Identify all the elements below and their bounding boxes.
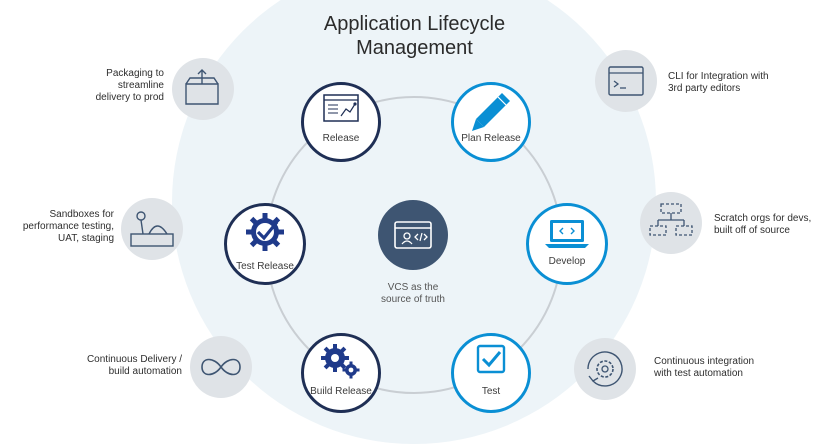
terminal-window-icon (608, 66, 644, 96)
stage-release[interactable]: Release (301, 82, 381, 162)
stage-test-release[interactable]: Test Release (224, 203, 306, 285)
side-continuous-integration (574, 338, 636, 400)
side-packaging (172, 58, 234, 120)
vcs-center-node (378, 200, 448, 270)
side-continuous-delivery (190, 336, 252, 398)
stage-develop[interactable]: Develop (526, 203, 608, 285)
side-text-continuous-integration: Continuous integration with test automat… (654, 356, 755, 379)
package-box-icon (185, 69, 219, 105)
checkbox-icon (476, 344, 506, 374)
side-text-continuous-delivery: Continuous Delivery / build automation (86, 354, 182, 377)
sandbox-icon (130, 211, 174, 247)
gears-icon (321, 344, 360, 379)
stage-build-release[interactable]: Build Release (301, 333, 381, 413)
stage-plan-release[interactable]: Plan Release (451, 82, 531, 162)
center-caption: VCS as the source of truth (381, 282, 445, 305)
laptop-code-icon (545, 220, 589, 248)
infinity-icon (201, 358, 241, 376)
org-chart-icon (649, 203, 693, 236)
side-sandboxes (121, 198, 183, 260)
stage-label: Test Release (236, 261, 294, 272)
pencil-icon (472, 93, 510, 131)
stage-label: Release (322, 133, 360, 144)
side-text-cli: CLI for Integration with 3rd party edito… (668, 71, 769, 94)
stage-test[interactable]: Test (451, 333, 531, 413)
gear-check-icon (246, 213, 284, 251)
stage-label: Develop (548, 256, 586, 267)
stage-label: Build Release (310, 386, 372, 397)
page-title: Application Lifecycle Management (323, 13, 506, 59)
stage-label: Plan Release (461, 133, 521, 144)
vcs-window-icon (394, 221, 432, 249)
cycle-gear-icon (587, 351, 623, 387)
side-cli (595, 50, 657, 112)
side-scratch-orgs (640, 192, 702, 254)
side-text-scratch-orgs: Scratch orgs for devs, built off of sour… (714, 213, 812, 236)
side-text-sandboxes: Sandboxes for performance testing, UAT, … (22, 209, 114, 244)
stage-label: Test (481, 386, 501, 397)
side-text-packaging: Packaging to streamline delivery to prod (95, 68, 164, 103)
release-board-icon (323, 94, 359, 122)
